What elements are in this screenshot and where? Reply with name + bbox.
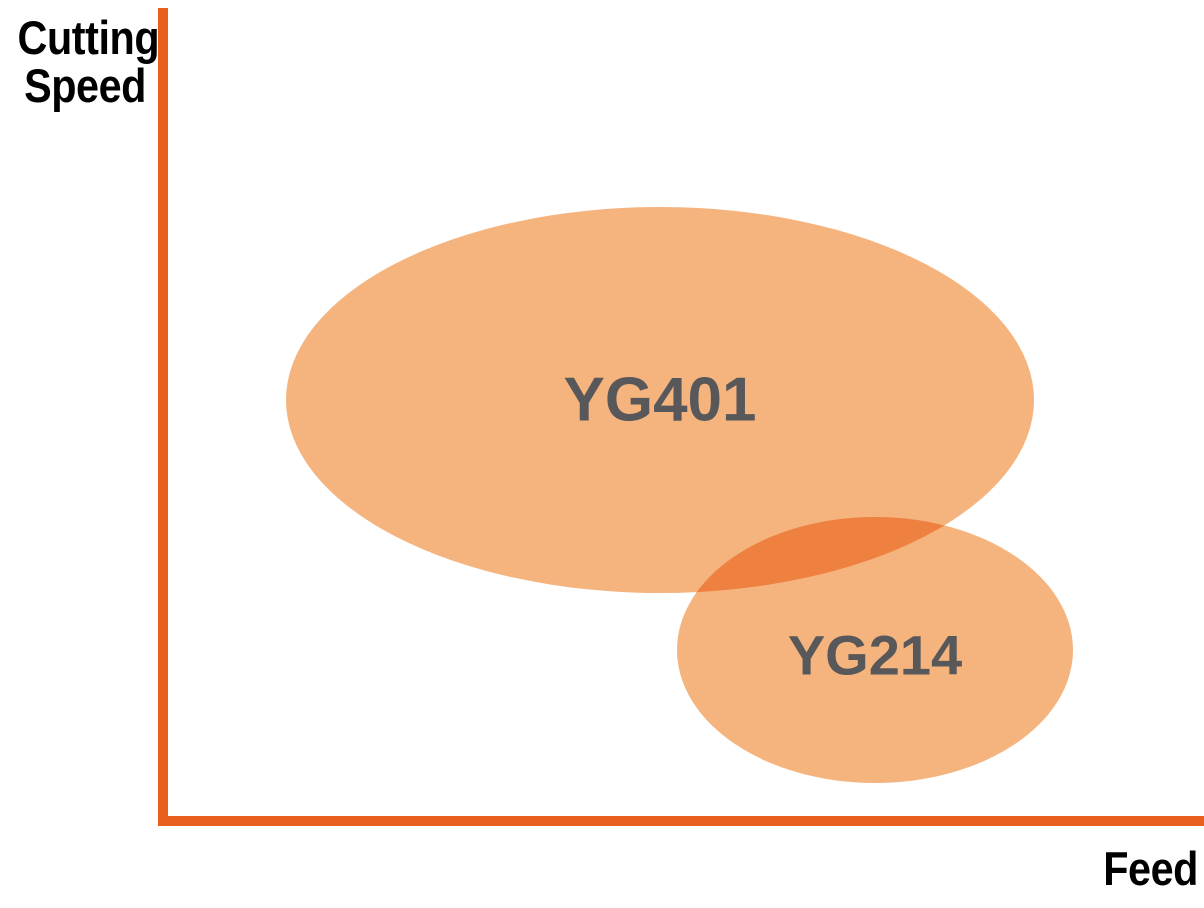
bubble-labels: YG401 YG214 [563, 366, 962, 687]
bubble-label-yg214: YG214 [788, 624, 962, 687]
y-axis-title: Cutting Speed [17, 11, 160, 112]
y-axis-line [158, 8, 168, 826]
bubble-region-yg401[interactable] [286, 207, 1034, 593]
bubble-regions [286, 207, 1073, 783]
axis-lines [158, 8, 1204, 826]
bubble-region-yg214[interactable] [677, 517, 1073, 783]
x-axis-line [158, 816, 1204, 826]
x-axis-title: Feed [1103, 842, 1198, 895]
bubble-label-yg401: YG401 [563, 366, 756, 435]
